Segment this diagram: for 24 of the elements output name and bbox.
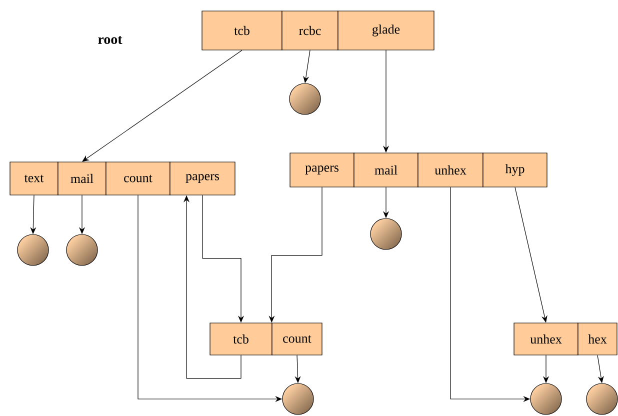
file-circle (530, 383, 562, 415)
directory-cell: hyp (482, 152, 548, 188)
file-circle (17, 234, 49, 266)
directory-cell: hex (578, 322, 618, 356)
arrow (82, 50, 242, 162)
file-circle (586, 383, 618, 415)
directory-cell: papers (170, 162, 236, 196)
directory-cell: text (10, 162, 58, 196)
directory-cell: mail (354, 152, 418, 188)
directory-cell: unhex (514, 322, 578, 356)
file-circle (370, 218, 402, 250)
directory-cell: rcbc (282, 10, 338, 50)
directory-cell: count (106, 162, 170, 196)
directory-cell: tcb (202, 10, 282, 50)
file-circle (282, 383, 314, 415)
directory-cell: glade (338, 10, 434, 50)
directory-cell: papers (290, 152, 354, 188)
directory-cell: unhex (418, 152, 484, 188)
directory-cell: mail (58, 162, 106, 196)
file-circle (289, 83, 321, 115)
directory-cell: count (272, 322, 322, 356)
directory-cell: tcb (210, 322, 272, 356)
root-label: root (98, 36, 122, 44)
file-circle (66, 234, 98, 266)
